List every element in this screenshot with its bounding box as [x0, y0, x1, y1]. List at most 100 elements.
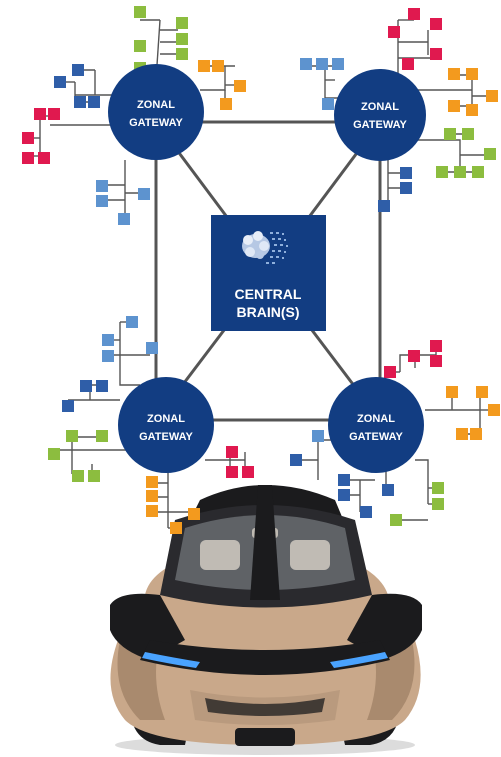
- zonal-gateway-top-left: ZONAL GATEWAY: [108, 64, 204, 160]
- ecu-module-green: [176, 33, 188, 45]
- ecu-module-orange: [220, 98, 232, 110]
- gateway-label-line1: ZONAL: [147, 413, 185, 425]
- ecu-module-orange: [476, 386, 488, 398]
- ecu-module-green: [390, 514, 402, 526]
- ecu-module-blue: [322, 98, 334, 110]
- ecu-module-blue: [80, 380, 92, 392]
- ecu-module-green: [48, 448, 60, 460]
- ecu-module-green: [472, 166, 484, 178]
- ecu-module-blue: [146, 342, 158, 354]
- ecu-modules: [22, 6, 500, 534]
- central-brain-label-line2: BRAIN(S): [237, 304, 300, 320]
- ecu-module-blue: [96, 180, 108, 192]
- ecu-module-orange: [188, 508, 200, 520]
- gateway-label-line2: GATEWAY: [349, 431, 403, 443]
- ecu-module-orange: [466, 104, 478, 116]
- ecu-module-crimson: [430, 340, 442, 352]
- gateway-label-line2: GATEWAY: [353, 119, 407, 131]
- car-image: [110, 485, 422, 755]
- gateway-label-line1: ZONAL: [137, 99, 175, 111]
- central-brain-label-line1: CENTRAL: [235, 286, 302, 302]
- ecu-module-orange: [466, 68, 478, 80]
- ecu-module-blue: [378, 200, 390, 212]
- ecu-module-orange: [448, 68, 460, 80]
- ecu-module-blue: [54, 76, 66, 88]
- ecu-module-orange: [234, 80, 246, 92]
- ecu-module-blue: [312, 430, 324, 442]
- ecu-module-orange: [448, 100, 460, 112]
- ecu-module-orange: [486, 90, 498, 102]
- ecu-module-green: [462, 128, 474, 140]
- ecu-module-green: [96, 430, 108, 442]
- ecu-module-crimson: [430, 48, 442, 60]
- ecu-module-blue: [300, 58, 312, 70]
- gateway-label-line2: GATEWAY: [129, 117, 183, 129]
- ecu-module-green: [88, 470, 100, 482]
- ecu-module-green: [432, 482, 444, 494]
- ecu-module-crimson: [22, 132, 34, 144]
- ecu-module-blue: [74, 96, 86, 108]
- ecu-module-crimson: [430, 355, 442, 367]
- ecu-module-crimson: [226, 466, 238, 478]
- ecu-module-green: [66, 430, 78, 442]
- ecu-module-crimson: [34, 108, 46, 120]
- ecu-module-green: [436, 166, 448, 178]
- ecu-module-orange: [488, 404, 500, 416]
- zonal-gateway-bottom-right: ZONAL GATEWAY: [328, 377, 424, 473]
- ai-brain-icon: [242, 231, 288, 264]
- ecu-module-crimson: [408, 350, 420, 362]
- gateway-label-line1: ZONAL: [361, 101, 399, 113]
- ecu-module-green: [176, 48, 188, 60]
- ecu-module-crimson: [408, 8, 420, 20]
- ecu-module-blue: [400, 182, 412, 194]
- ecu-module-green: [72, 470, 84, 482]
- ecu-module-blue: [62, 400, 74, 412]
- ecu-module-crimson: [430, 18, 442, 30]
- zonal-gateway-bottom-left: ZONAL GATEWAY: [118, 377, 214, 473]
- ecu-module-blue: [102, 334, 114, 346]
- ecu-module-orange: [446, 386, 458, 398]
- ecu-module-crimson: [242, 466, 254, 478]
- ecu-module-green: [444, 128, 456, 140]
- ecu-module-orange: [198, 60, 210, 72]
- zonal-gateway-top-right: ZONAL GATEWAY: [334, 69, 426, 161]
- ecu-module-blue: [382, 484, 394, 496]
- ecu-module-crimson: [38, 152, 50, 164]
- ecu-module-orange: [146, 505, 158, 517]
- central-brain: CENTRAL BRAIN(S): [211, 215, 326, 331]
- ecu-module-orange: [146, 476, 158, 488]
- ecu-module-orange: [170, 522, 182, 534]
- ecu-module-crimson: [402, 58, 414, 70]
- ecu-module-blue: [400, 167, 412, 179]
- ecu-module-crimson: [226, 446, 238, 458]
- ecu-module-orange: [146, 490, 158, 502]
- ecu-module-green: [176, 17, 188, 29]
- ecu-module-green: [432, 498, 444, 510]
- ecu-module-crimson: [384, 366, 396, 378]
- ecu-module-blue: [102, 350, 114, 362]
- ecu-module-blue: [96, 380, 108, 392]
- ecu-module-green: [134, 40, 146, 52]
- ecu-module-blue: [88, 96, 100, 108]
- ecu-module-blue: [332, 58, 344, 70]
- ecu-module-blue: [72, 64, 84, 76]
- ecu-module-green: [484, 148, 496, 160]
- ecu-module-blue: [290, 454, 302, 466]
- ecu-module-blue: [138, 188, 150, 200]
- ecu-module-orange: [456, 428, 468, 440]
- ecu-module-crimson: [48, 108, 60, 120]
- ecu-module-green: [454, 166, 466, 178]
- ecu-module-blue: [96, 195, 108, 207]
- ecu-module-orange: [470, 428, 482, 440]
- ecu-module-blue: [126, 316, 138, 328]
- ecu-module-blue: [360, 506, 372, 518]
- ecu-module-orange: [212, 60, 224, 72]
- gateway-label-line2: GATEWAY: [139, 431, 193, 443]
- ecu-module-blue: [316, 58, 328, 70]
- ecu-module-blue: [338, 489, 350, 501]
- ecu-module-blue: [338, 474, 350, 486]
- gateway-label-line1: ZONAL: [357, 413, 395, 425]
- ecu-module-crimson: [388, 26, 400, 38]
- ecu-module-blue: [118, 213, 130, 225]
